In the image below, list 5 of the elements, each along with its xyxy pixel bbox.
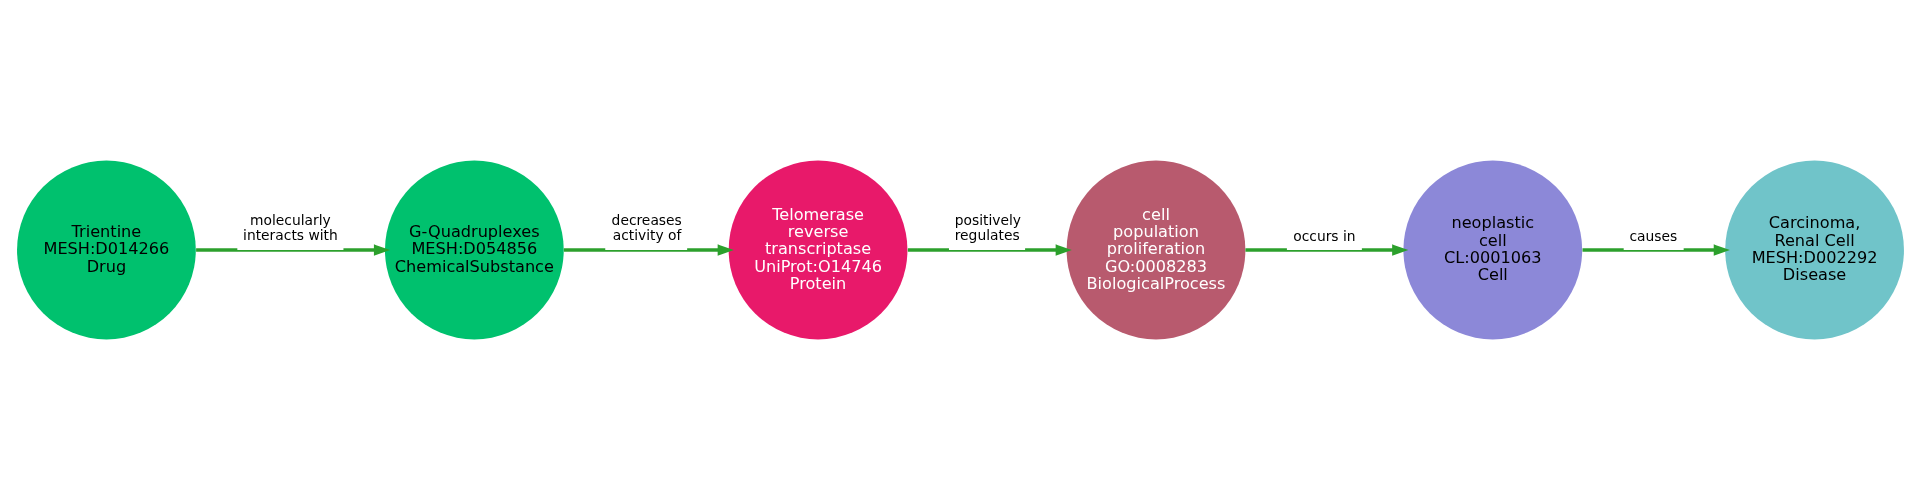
edge-label: molecularly interacts with (242, 212, 338, 244)
edge-label: causes (1628, 227, 1677, 244)
edge-label: positively regulates (954, 212, 1021, 244)
edge-label: decreases activity of (611, 212, 682, 244)
edge-label: occurs in (1292, 227, 1356, 244)
